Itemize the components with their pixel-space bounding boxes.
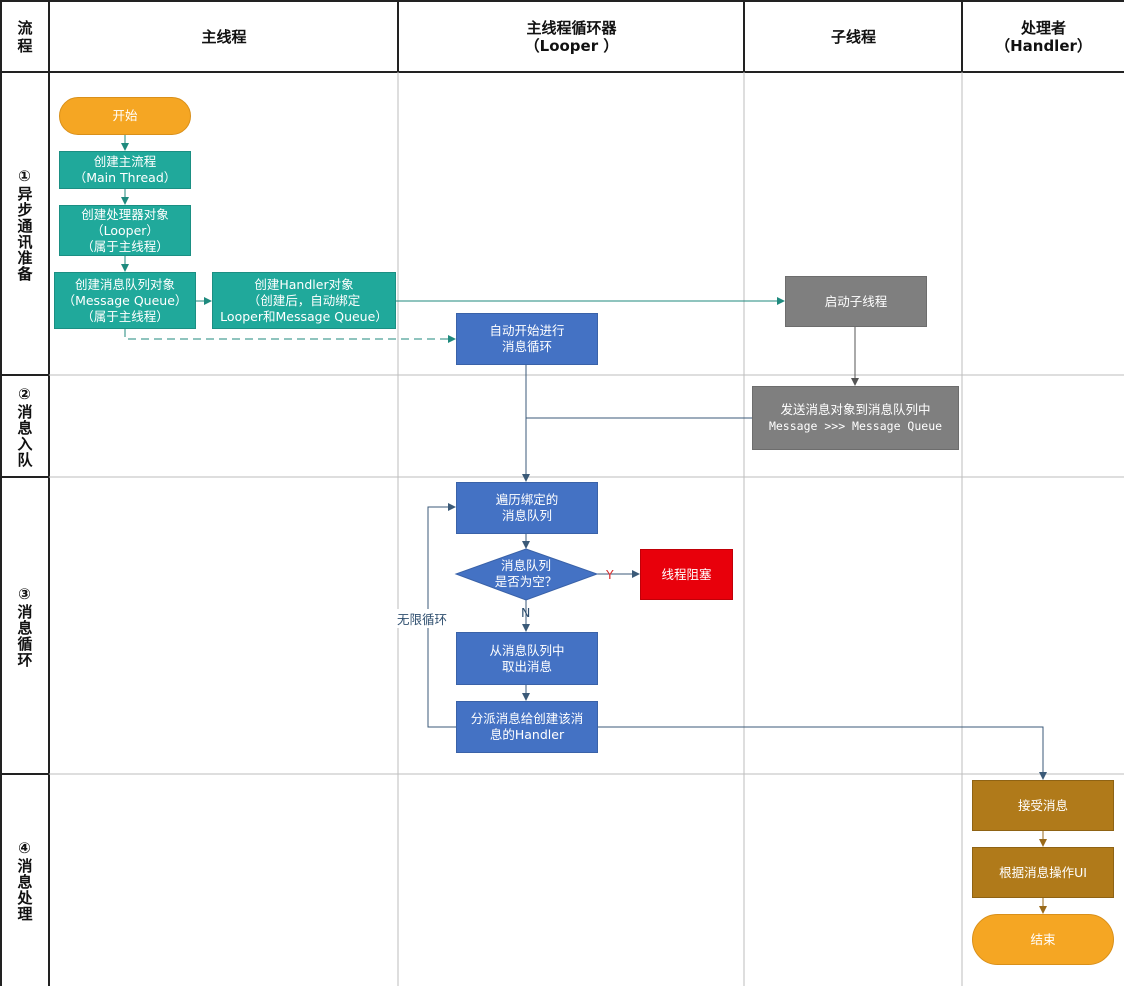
header-flow: 流 程 (2, 2, 48, 72)
header-looper: 主线程循环器 （Looper ） (399, 2, 744, 72)
decision-diamond-shape (454, 548, 599, 601)
node-create-message-queue-line3: （属于主线程） (81, 308, 169, 324)
header-main-thread-text: 主线程 (201, 28, 247, 46)
node-start: 开始 (59, 97, 191, 135)
header-looper-line1: 主线程循环器 (526, 19, 617, 37)
label-no: N (521, 605, 531, 620)
node-end-text: 结束 (1030, 931, 1056, 947)
node-create-message-queue: 创建消息队列对象 （Message Queue） （属于主线程） (54, 272, 196, 329)
label-infinite-loop: 无限循环 (397, 609, 448, 628)
node-end: 结束 (972, 914, 1114, 965)
header-handler-line2: （Handler） (995, 37, 1092, 55)
node-is-empty-line2: 是否为空？ (494, 574, 558, 589)
header-main-thread: 主线程 (50, 2, 398, 72)
header-handler: 处理者 （Handler） (963, 2, 1124, 72)
node-dispatch-message-line1: 分派消息给创建该消 (470, 711, 584, 726)
node-send-message: 发送消息对象到消息队列中 Message >>> Message Queue (752, 386, 959, 450)
node-create-handler: 创建Handler对象 （创建后，自动绑定 Looper和Message Que… (212, 272, 396, 329)
phase-label-2: ②消息入队 (15, 385, 34, 468)
node-is-empty-line1: 消息队列 (500, 558, 551, 573)
node-take-message-line2: 取出消息 (501, 658, 552, 674)
node-start-text: 开始 (112, 108, 138, 123)
node-create-handler-line1: 创建Handler对象 (254, 276, 354, 292)
node-thread-blocked-text: 线程阻塞 (661, 566, 712, 582)
node-auto-loop-line1: 自动开始进行 (489, 323, 565, 338)
phase-label-3: ③消息循环 (15, 584, 34, 668)
node-send-message-line1: 发送消息对象到消息队列中 (780, 402, 931, 417)
node-start-child-thread-text: 启动子线程 (824, 293, 888, 309)
node-start-child-thread: 启动子线程 (785, 276, 927, 327)
node-create-message-queue-line2: （Message Queue） (62, 292, 188, 308)
node-update-ui-text: 根据消息操作UI (999, 864, 1087, 880)
phase-label-4: ④消息处理 (15, 839, 34, 922)
header-flow-line1: 流 (17, 19, 33, 37)
node-traverse-queue-line1: 遍历绑定的 (495, 492, 559, 507)
node-create-main-thread: 创建主流程 （Main Thread） (59, 151, 191, 189)
node-send-message-line2: Message >>> Message Queue (768, 419, 943, 433)
node-auto-loop-line2: 消息循环 (501, 339, 552, 354)
node-traverse-queue-line2: 消息队列 (501, 508, 552, 523)
node-dispatch-message-line2: 息的Handler (489, 727, 565, 742)
node-create-message-queue-line1: 创建消息队列对象 (74, 276, 175, 292)
node-receive-message-text: 接受消息 (1017, 797, 1068, 813)
header-child-thread: 子线程 (745, 2, 962, 72)
node-auto-loop: 自动开始进行 消息循环 (456, 313, 598, 365)
edge-queue-to-autoloop (124, 329, 456, 343)
node-take-message: 从消息队列中 取出消息 (456, 632, 598, 685)
node-create-main-thread-line1: 创建主流程 (93, 154, 157, 169)
header-flow-line2: 程 (17, 37, 33, 55)
node-take-message-line1: 从消息队列中 (489, 642, 565, 658)
node-is-empty: 消息队列 是否为空？ (466, 554, 586, 594)
node-dispatch-message: 分派消息给创建该消 息的Handler (456, 701, 598, 753)
header-handler-line1: 处理者 (1020, 19, 1066, 37)
header-looper-line2: （Looper ） (524, 37, 619, 55)
node-receive-message: 接受消息 (972, 780, 1114, 831)
node-create-main-thread-line2: （Main Thread） (73, 170, 177, 185)
node-update-ui: 根据消息操作UI (972, 847, 1114, 898)
edge-dispatch-to-receive (597, 726, 1047, 780)
header-child-thread-text: 子线程 (830, 28, 876, 46)
node-create-looper-line2: （Looper） (91, 222, 159, 238)
label-yes: Y (606, 567, 614, 582)
node-create-handler-line3: Looper和Message Queue） (220, 308, 388, 324)
phase-label-1: ①异步通讯准备 (15, 166, 34, 282)
node-create-looper-line1: 创建处理器对象 (81, 206, 169, 222)
node-thread-blocked: 线程阻塞 (640, 549, 733, 600)
node-traverse-queue: 遍历绑定的 消息队列 (456, 482, 598, 534)
node-create-handler-line2: （创建后，自动绑定 (247, 292, 361, 308)
node-create-looper: 创建处理器对象 （Looper） （属于主线程） (59, 205, 191, 256)
node-create-looper-line3: （属于主线程） (81, 238, 169, 254)
